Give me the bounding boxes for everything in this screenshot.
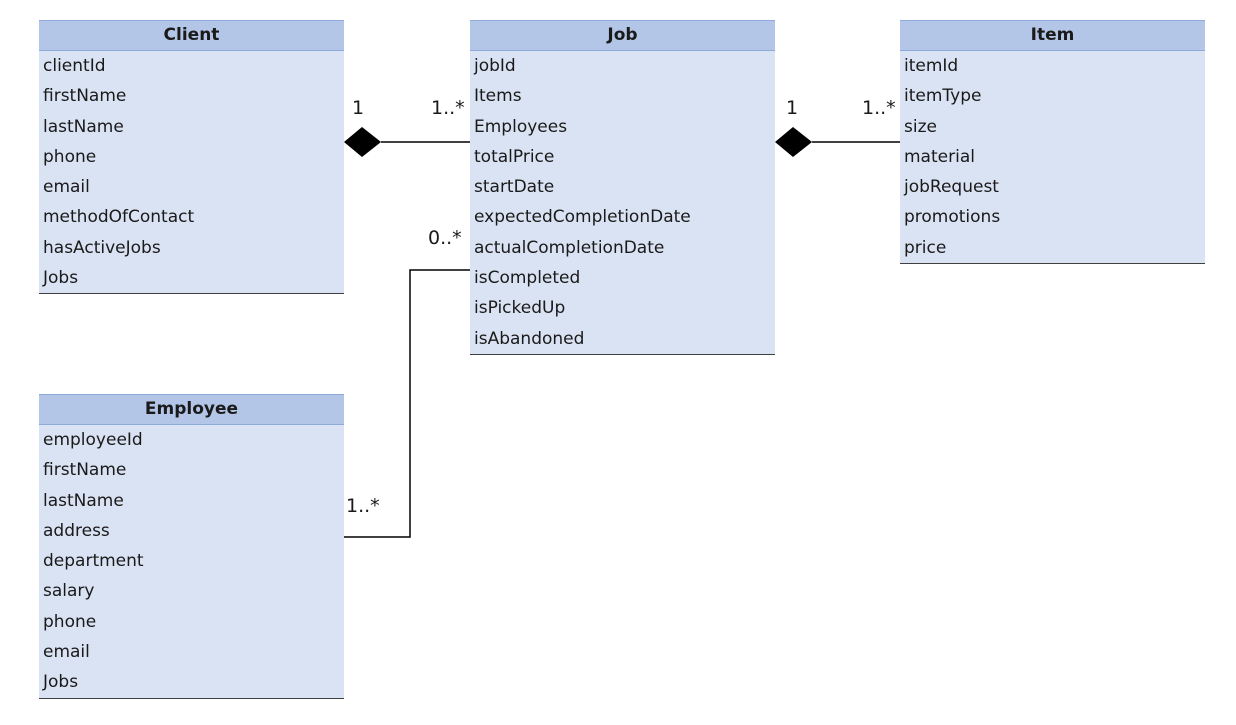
attribute-row: price [904, 237, 947, 258]
attribute-row: lastName [43, 490, 124, 511]
attribute-row: jobId [474, 56, 516, 76]
client-class[interactable]: Client clientId firstName lastName phone ema… [39, 20, 344, 295]
attribute-row: hasActiveJobs [43, 237, 161, 258]
attribute-row: email [43, 177, 90, 198]
multiplicity-item-end: 1..* [862, 97, 896, 119]
class-name: Item [900, 21, 1205, 51]
attribute-row: material [904, 146, 975, 167]
multiplicity-client-end: 1 [352, 97, 365, 119]
multiplicity-employee-end: 1..* [346, 495, 380, 517]
attribute-row: firstName [43, 460, 127, 481]
class-name: Client [39, 21, 344, 51]
attribute-row: expectedCompletionDate [474, 207, 691, 228]
attribute-row: promotions [904, 207, 1001, 228]
employee-class[interactable]: Employee employeeId firstName lastName addr… [39, 394, 344, 699]
class-name: Employee [39, 395, 344, 425]
attribute-row: methodOfContact [43, 207, 195, 228]
attribute-row: itemType [904, 86, 982, 107]
attribute-list: employeeId firstName lastName address depart… [39, 425, 344, 698]
multiplicity-job-end-employee: 0..* [428, 227, 462, 249]
client-composition-diamond [344, 127, 381, 157]
attribute-row: email [43, 642, 90, 663]
attribute-row: jobRequest [904, 177, 999, 198]
attribute-row: totalPrice [474, 146, 555, 167]
attribute-row: address [43, 520, 110, 541]
item-class[interactable]: Item itemId itemType size material jobReques… [900, 20, 1205, 265]
attribute-row: lastName [43, 116, 124, 137]
attribute-row: isAbandoned [474, 328, 585, 349]
attribute-row: Items [474, 86, 522, 107]
multiplicity-job-end-item: 1 [786, 97, 799, 119]
attribute-row: isPickedUp [474, 298, 566, 319]
multiplicity-job-end-client: 1..* [431, 97, 465, 119]
attribute-row: clientId [43, 56, 106, 76]
job-composition-diamond [775, 127, 812, 157]
attribute-row: employeeId [43, 430, 143, 450]
attribute-row: department [43, 551, 144, 572]
class-name: Job [470, 21, 775, 51]
attribute-row: Jobs [43, 672, 79, 693]
attribute-row: actualCompletionDate [474, 237, 665, 258]
attribute-row: salary [43, 581, 95, 602]
attribute-row: size [904, 116, 937, 137]
attribute-row: firstName [43, 86, 127, 107]
attribute-row: itemId [904, 56, 959, 76]
attribute-row: phone [43, 146, 97, 167]
attribute-row: Jobs [43, 268, 79, 289]
attribute-list: clientId firstName lastName phone email metho… [39, 51, 344, 293]
attribute-list: itemId itemType size material jobRequest prom… [900, 51, 1205, 263]
attribute-row: startDate [474, 177, 555, 198]
attribute-row: phone [43, 611, 97, 632]
attribute-row: Employees [474, 116, 568, 137]
job-employee-line [344, 269, 470, 538]
attribute-row: isCompleted [474, 268, 581, 289]
